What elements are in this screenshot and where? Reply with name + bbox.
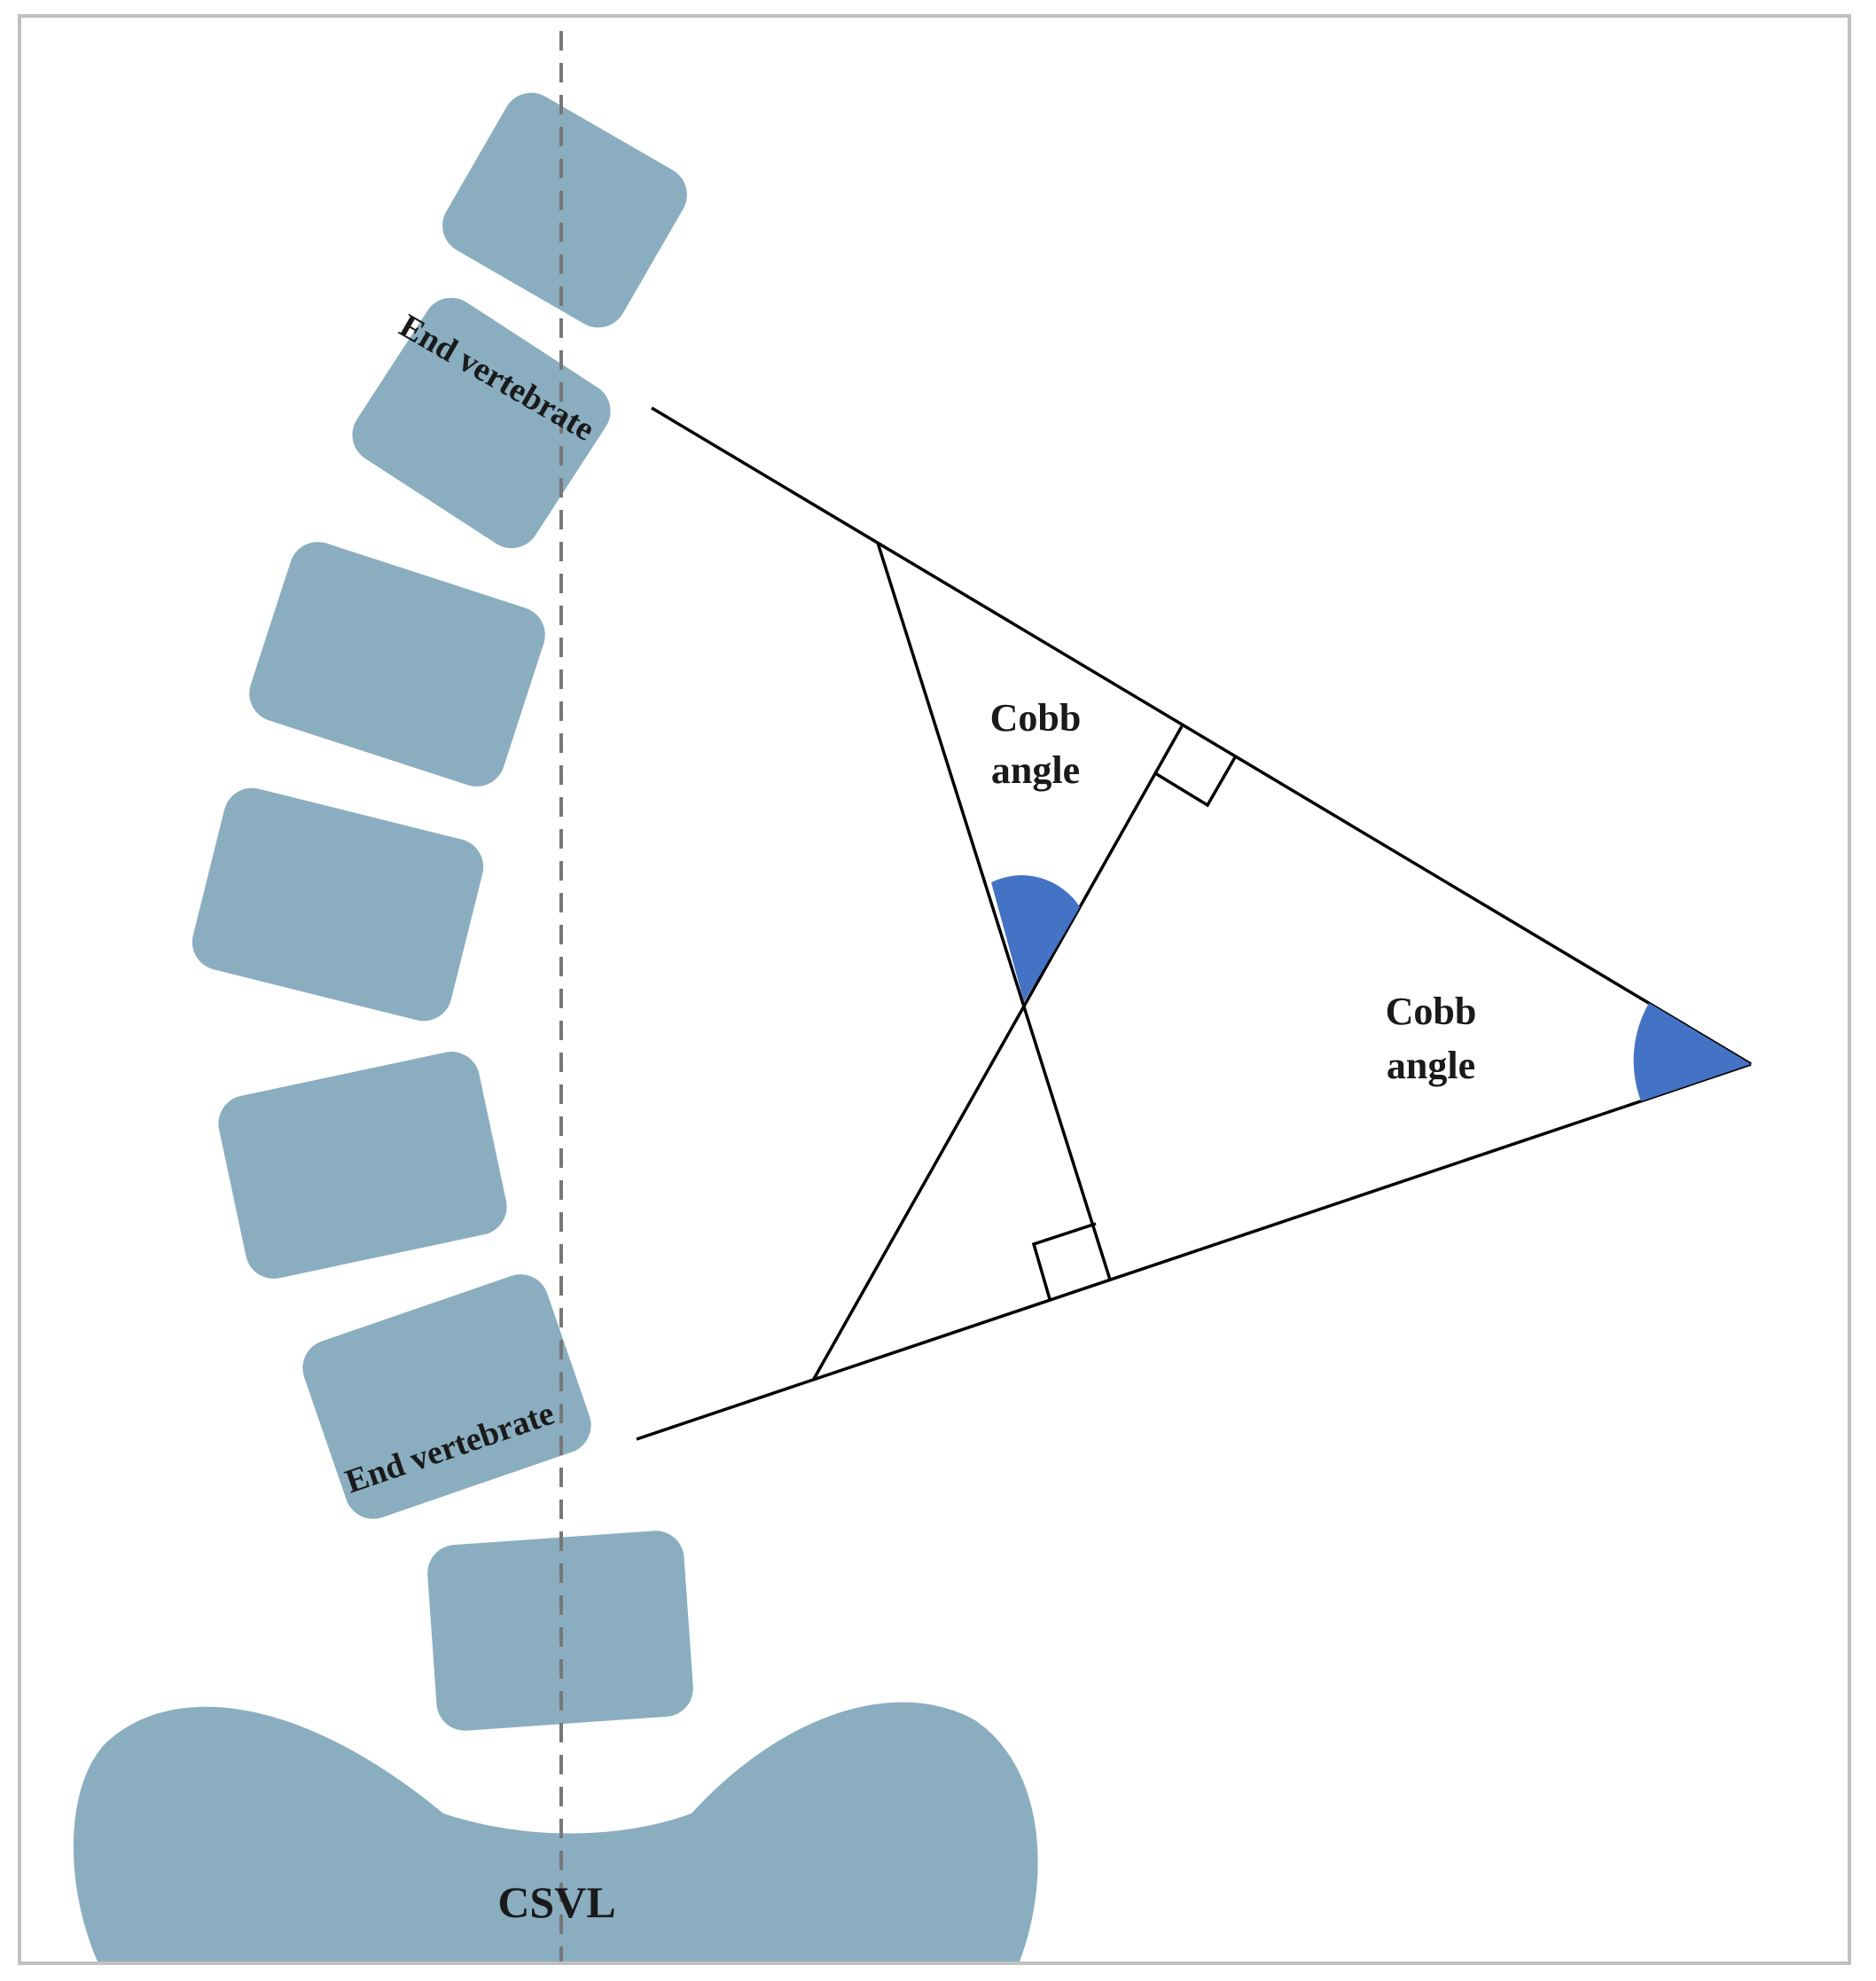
spine bbox=[73, 92, 1038, 1961]
vertebra-end-bottom bbox=[302, 1274, 591, 1519]
cobb-angle-label-1-line2: angle bbox=[991, 748, 1080, 792]
vertebra-4 bbox=[192, 787, 484, 1022]
perpendicular-to-lower bbox=[876, 542, 1112, 1280]
perpendicular-to-upper bbox=[812, 725, 1184, 1380]
vertebra-end-top bbox=[352, 297, 611, 549]
diagram-frame bbox=[18, 14, 1851, 1965]
cobb-angle-label-2-line1: Cobb bbox=[1386, 990, 1477, 1033]
right-angle-mark-lower bbox=[1031, 1222, 1097, 1300]
vertebra-5 bbox=[218, 1052, 507, 1279]
cobb-construction bbox=[636, 406, 1752, 1441]
vertebra-1 bbox=[442, 92, 687, 328]
cobb-angle-label-2-line2: angle bbox=[1387, 1044, 1475, 1087]
sacrum bbox=[73, 1702, 1038, 1961]
csvl-label: CSVL bbox=[497, 1877, 615, 1927]
lower-endplate-line bbox=[636, 1062, 1752, 1441]
cobb-angle-marker-apex bbox=[1633, 1003, 1751, 1101]
upper-endplate-line bbox=[651, 406, 1752, 1066]
cobb-angle-marker-intersection bbox=[991, 875, 1080, 1002]
right-angle-mark-upper bbox=[1154, 756, 1237, 808]
vertebra-3 bbox=[249, 542, 545, 787]
cobb-angle-label-1-line1: Cobb bbox=[990, 696, 1082, 740]
